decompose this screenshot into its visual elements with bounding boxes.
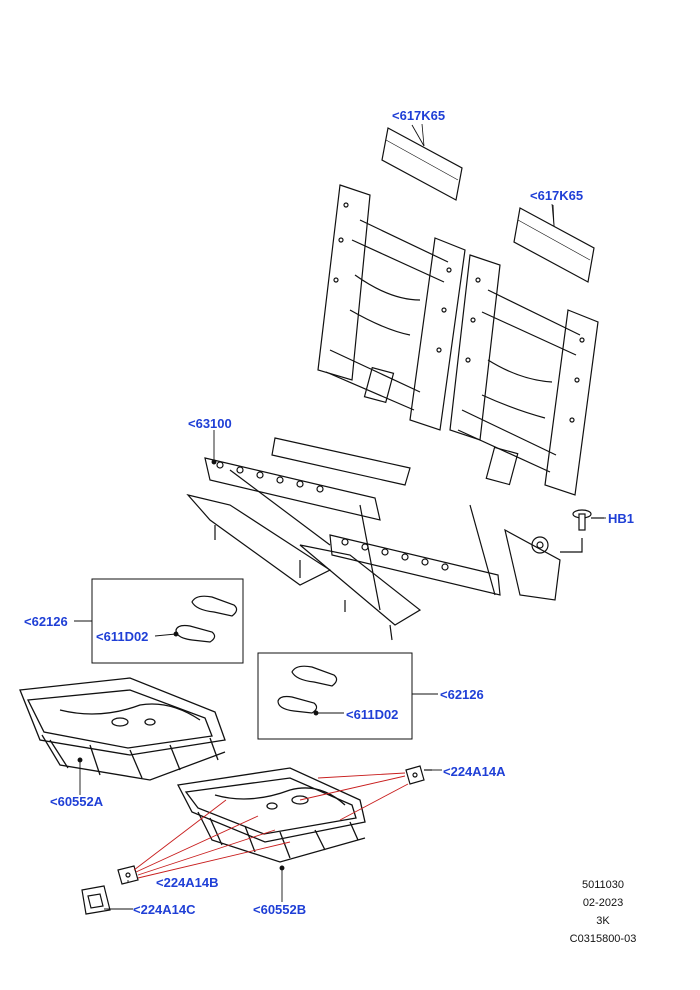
cushion-frame-60552a	[19, 677, 226, 781]
callout-611d02-right[interactable]: <611D02	[346, 707, 399, 722]
callout-hb1[interactable]: HB1	[608, 511, 635, 526]
callout-224a14a[interactable]: <224A14A	[443, 764, 506, 779]
pad-insets	[175, 595, 338, 714]
clip-224a14c	[81, 885, 111, 915]
callout-63100[interactable]: <63100	[188, 416, 232, 431]
callout-224a14b[interactable]: <224A14B	[156, 875, 219, 890]
callout-60552a[interactable]: <60552A	[50, 794, 104, 809]
seat-back-frame-right	[449, 254, 599, 496]
callout-62126-right[interactable]: <62126	[440, 687, 484, 702]
seat-base-frame	[186, 437, 561, 641]
clip-224a14b	[117, 865, 139, 885]
callout-617k65-lower[interactable]: <617K65	[530, 188, 584, 203]
callout-617k65-upper[interactable]: <617K65	[392, 108, 446, 123]
bolt-hb1	[560, 509, 604, 553]
seat-back-frame-left	[317, 184, 466, 431]
callout-224a14c[interactable]: <224A14C	[133, 902, 196, 917]
footer-number: 5011030	[581, 879, 624, 891]
inset-box-right	[257, 652, 413, 740]
footer-code: 3K	[596, 915, 610, 927]
callout-60552b[interactable]: <60552B	[253, 902, 307, 917]
footer-reference: C0315800-03	[569, 933, 637, 945]
inset-box-left	[91, 578, 244, 664]
black-leader-lines	[74, 124, 606, 910]
callout-62126-left[interactable]: <62126	[24, 614, 68, 629]
headrest-panel-left	[381, 127, 463, 201]
callout-611d02-left[interactable]: <611D02	[96, 629, 149, 644]
footer-date: 02-2023	[582, 897, 624, 909]
red-leader-lines	[133, 772, 409, 879]
clip-224a14a	[405, 765, 432, 785]
headrest-panel-right	[513, 207, 595, 283]
